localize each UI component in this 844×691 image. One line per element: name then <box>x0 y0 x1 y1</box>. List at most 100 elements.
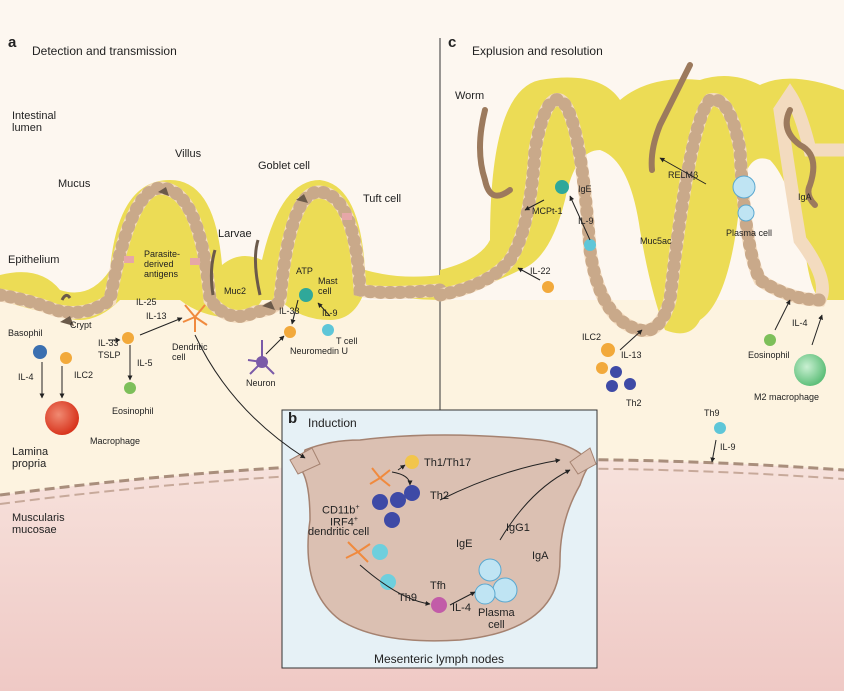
dendritic-cell-label: Dendritic cell <box>172 342 208 362</box>
larvae-icon <box>253 239 262 296</box>
panel-c-letter: c <box>448 34 457 51</box>
mast-cell <box>555 180 569 194</box>
crypt-goblet-icon <box>60 316 74 326</box>
mast-cell <box>299 288 313 302</box>
panel-c-title: Explusion and resolution <box>472 44 603 58</box>
il33-label: IL-33 <box>98 338 119 348</box>
panel-b-letter: b <box>288 410 298 427</box>
ilc2-cell <box>122 332 134 344</box>
il13-label-c: IL-13 <box>621 350 642 360</box>
mucus-label: Mucus <box>58 178 91 190</box>
irf4-label: IRF4+ <box>330 516 358 529</box>
il9-label-c: IL-9 <box>578 216 594 226</box>
il9-label: IL-9 <box>322 308 338 318</box>
panel-b-footer: Mesenteric lymph nodes <box>374 652 505 666</box>
atp-label: ATP <box>296 266 313 276</box>
il4-label: IL-4 <box>18 372 34 382</box>
iga-label-b: IgA <box>532 550 549 562</box>
worm-icon <box>477 107 513 199</box>
ilc2-label: ILC2 <box>74 370 94 380</box>
macrophage-label: Macrophage <box>90 436 141 446</box>
ilc2-cell <box>60 352 72 364</box>
il4-label-c: IL-4 <box>792 318 808 328</box>
tuft-cell-icon <box>342 213 352 220</box>
dendritic-cell-icon <box>182 304 208 332</box>
il22-label: IL-22 <box>530 266 551 276</box>
worm-label: Worm <box>455 90 485 102</box>
tfh-cell <box>431 597 447 613</box>
panel-a-letter: a <box>8 34 17 51</box>
th9-label-c: Th9 <box>704 408 720 418</box>
panel-a-title: Detection and transmission <box>32 44 177 58</box>
t-cell <box>322 324 334 336</box>
basophil-label: Basophil <box>8 328 43 338</box>
il13-label: IL-13 <box>146 311 167 321</box>
worm-icon <box>783 107 818 208</box>
il4-label-b: IL-4 <box>452 602 471 614</box>
ige-label-b: IgE <box>456 538 473 550</box>
lymph-node-shape <box>299 434 591 642</box>
il25-label: IL-25 <box>136 297 157 307</box>
muc2-label: Muc2 <box>224 286 247 296</box>
plasma-cell-label-c: Plasma cell <box>726 228 773 238</box>
ilc2-cell <box>542 281 554 293</box>
goblet-cell-icon <box>158 187 169 196</box>
eosinophil-label: Eosinophil <box>112 406 154 416</box>
m2-macrophage-cell <box>794 354 826 386</box>
dendritic-cell-icon <box>345 467 391 563</box>
il33-label-b: IL-33 <box>279 306 300 316</box>
eosinophil-cell <box>124 382 136 394</box>
th2-cell <box>372 494 388 510</box>
ilc2-cell <box>601 343 615 357</box>
epithelium-label: Epithelium <box>8 254 60 266</box>
tfh-label: Tfh <box>430 580 446 592</box>
mast-cell-label: Mast cell <box>318 276 338 296</box>
plasma-cell <box>732 175 756 199</box>
larvae-icon <box>209 249 217 296</box>
th2-cell <box>610 366 622 378</box>
muscularis-label: Muscularis mucosae <box>12 512 65 536</box>
neuron-icon <box>247 340 275 375</box>
plasma-cell-label-b: Plasma cell <box>478 607 515 631</box>
lamina-propria-label: Lamina propria <box>12 446 49 470</box>
intestinal-lumen-label: Intestinal lumen <box>12 110 57 134</box>
arrows <box>39 157 823 606</box>
th9-cell <box>714 422 726 434</box>
mcpt1-label: MCPt-1 <box>532 206 563 216</box>
tuft-cell-label: Tuft cell <box>363 193 402 205</box>
neuron-label: Neuron <box>246 378 276 388</box>
dendritic-cell-label-b: dendritic cell <box>308 526 370 538</box>
villus-label: Villus <box>175 148 202 160</box>
ige-label-c: IgE <box>578 184 592 194</box>
th9-cell <box>372 544 388 560</box>
tuft-cell-icon <box>190 258 200 265</box>
th1-th17-label: Th1/Th17 <box>424 457 472 469</box>
cd11b-label: CD11b+ <box>322 504 360 517</box>
worm-icon <box>648 62 693 173</box>
plasma-cell <box>478 558 502 582</box>
th2-label: Th2 <box>430 490 449 502</box>
muc5ac-label: Muc5ac <box>640 236 672 246</box>
iga-label-c: IgA <box>798 192 812 202</box>
parasite-antigens-label: Parasite- derived antigens <box>144 249 181 279</box>
basophil-cell <box>33 345 47 359</box>
igg1-label: IgG1 <box>506 522 530 534</box>
il9-label-c2: IL-9 <box>720 442 736 452</box>
goblet-cell-label: Goblet cell <box>258 160 310 172</box>
macrophage-cell <box>45 401 79 435</box>
il5-label: IL-5 <box>137 358 153 368</box>
neuromedin-label: Neuromedin U <box>290 346 349 356</box>
ilc2-cell <box>284 326 296 338</box>
eosinophil-label-c: Eosinophil <box>748 350 790 360</box>
panel-b-title: Induction <box>308 416 357 430</box>
larvae-label: Larvae <box>218 228 252 240</box>
relmb-label: RELMβ <box>668 170 699 180</box>
eosinophil-cell <box>764 334 776 346</box>
tslp-label: TSLP <box>98 350 121 360</box>
th2-label-c: Th2 <box>626 398 642 408</box>
crypt-label: Crypt <box>70 320 92 330</box>
th1-th17-cell <box>405 455 419 469</box>
goblet-cell-icon <box>296 194 308 203</box>
